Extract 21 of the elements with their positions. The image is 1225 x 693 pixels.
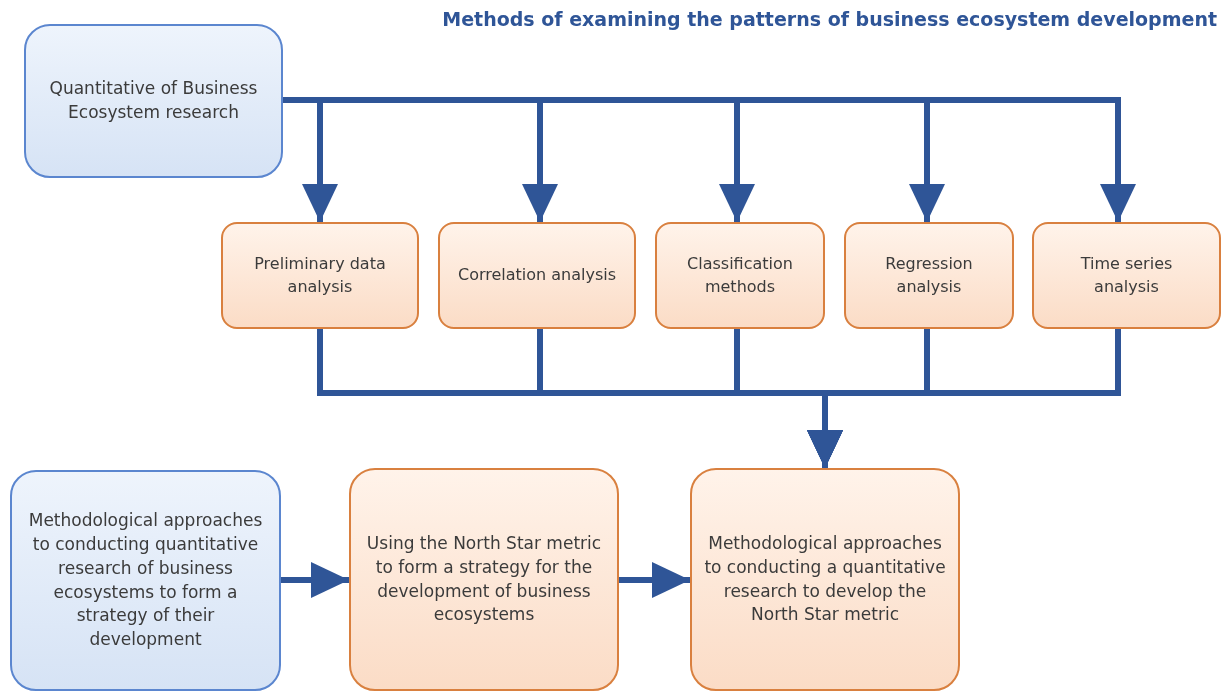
process-box — [690, 468, 960, 691]
box-text: Regression analysis — [884, 253, 974, 298]
arrow — [281, 562, 349, 598]
box-text: Methodological approaches to conducting a quantitative research to develop the North Star metric — [704, 531, 946, 627]
box-text: Using the North Star metric to form a strategy for the development of business ecosystems — [365, 531, 603, 627]
box-text: Methodological approaches to conducting quantitative research of business ecosystems to form a strategy of their development — [27, 509, 264, 652]
box-text: Preliminary data analysis — [253, 253, 387, 298]
process-box — [10, 470, 281, 691]
process-box — [438, 222, 636, 329]
process-box — [1032, 222, 1221, 329]
process-box — [24, 24, 283, 178]
box-text: Quantitative of Business Ecosystem research — [48, 77, 259, 124]
process-box — [655, 222, 825, 329]
box-text: Correlation analysis — [457, 264, 617, 287]
box-text: Classification methods — [686, 253, 794, 298]
process-box — [349, 468, 619, 691]
arrow — [619, 562, 690, 598]
box-text: Time series analysis — [1079, 253, 1174, 298]
process-box — [221, 222, 419, 329]
diagram-title: Methods of examining the patterns of business ecosystem development — [442, 8, 1217, 30]
process-box — [844, 222, 1014, 329]
